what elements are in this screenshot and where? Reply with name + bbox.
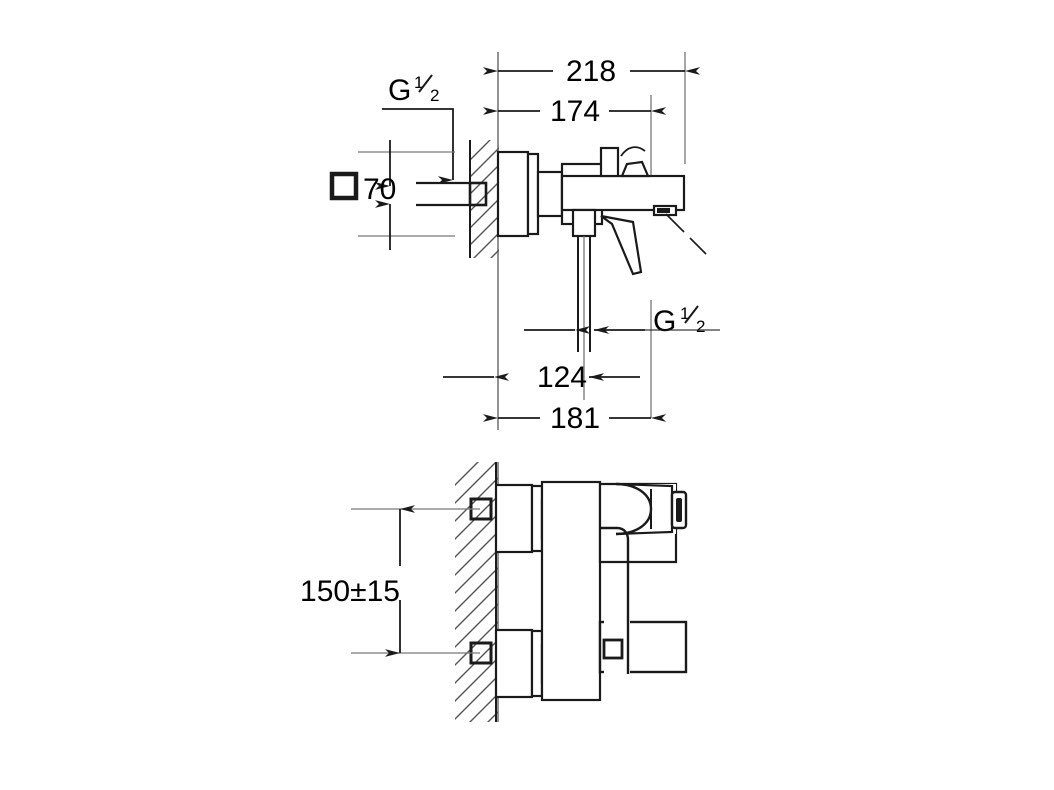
thread-top-left-g: G xyxy=(388,74,411,107)
wall-hatching-top xyxy=(470,140,499,258)
lever-cap-front xyxy=(615,482,688,536)
body-stem-top xyxy=(536,170,564,218)
dimension-181-label: 181 xyxy=(550,402,600,435)
outlet-square-icon xyxy=(602,638,624,660)
thread-top-left-denominator: 2 xyxy=(430,86,439,105)
mixer-body-front xyxy=(540,480,602,702)
thread-label-top-left: G 1 2 xyxy=(382,73,454,184)
lever-hub-top xyxy=(620,160,650,178)
thread-bottom-right-numerator: 1 xyxy=(680,304,689,323)
aerator-boss-top xyxy=(599,146,620,178)
dimension-124: 124 xyxy=(443,361,640,394)
spout-join-mask xyxy=(604,620,630,674)
lever-arm-front xyxy=(600,526,630,562)
top-view-group: 218 174 G 1 2 xyxy=(329,52,720,435)
cap-leader-dashed-top xyxy=(665,213,707,255)
escutcheon-top xyxy=(496,150,540,238)
thread-top-left-numerator: 1 xyxy=(414,73,423,92)
dimension-70: 70 xyxy=(329,140,455,250)
dimension-174: 174 xyxy=(483,95,666,128)
thread-bottom-right-g: G xyxy=(653,305,676,338)
dimension-124-label: 124 xyxy=(537,361,587,394)
dimension-181: 181 xyxy=(483,402,666,435)
thread-label-bottom-right: G 1 2 xyxy=(524,304,720,338)
lever-arc-guide-top xyxy=(620,146,646,157)
outlet-cap-top xyxy=(652,204,678,217)
dimension-218-label: 218 xyxy=(566,55,616,88)
front-elevation-group: 150±15 xyxy=(300,462,688,722)
wall-hatching-bottom xyxy=(455,462,498,722)
body-upper-bar-top xyxy=(560,174,686,212)
dimension-150-label: 150±15 xyxy=(300,575,400,608)
square-symbol-icon xyxy=(329,171,359,201)
dimension-150: 150±15 xyxy=(300,505,480,657)
thread-top-left-leader xyxy=(382,108,454,184)
dimension-70-label: 70 xyxy=(363,173,396,206)
shower-outlet-boss-top xyxy=(571,208,597,238)
thread-bottom-right-denominator: 2 xyxy=(696,317,705,336)
dimension-174-label: 174 xyxy=(550,95,600,128)
lever-arm-top xyxy=(600,214,643,276)
dimension-218: 218 xyxy=(483,55,700,88)
inlet-pipe-top xyxy=(416,181,470,207)
inlet-nipple-top xyxy=(468,181,488,207)
